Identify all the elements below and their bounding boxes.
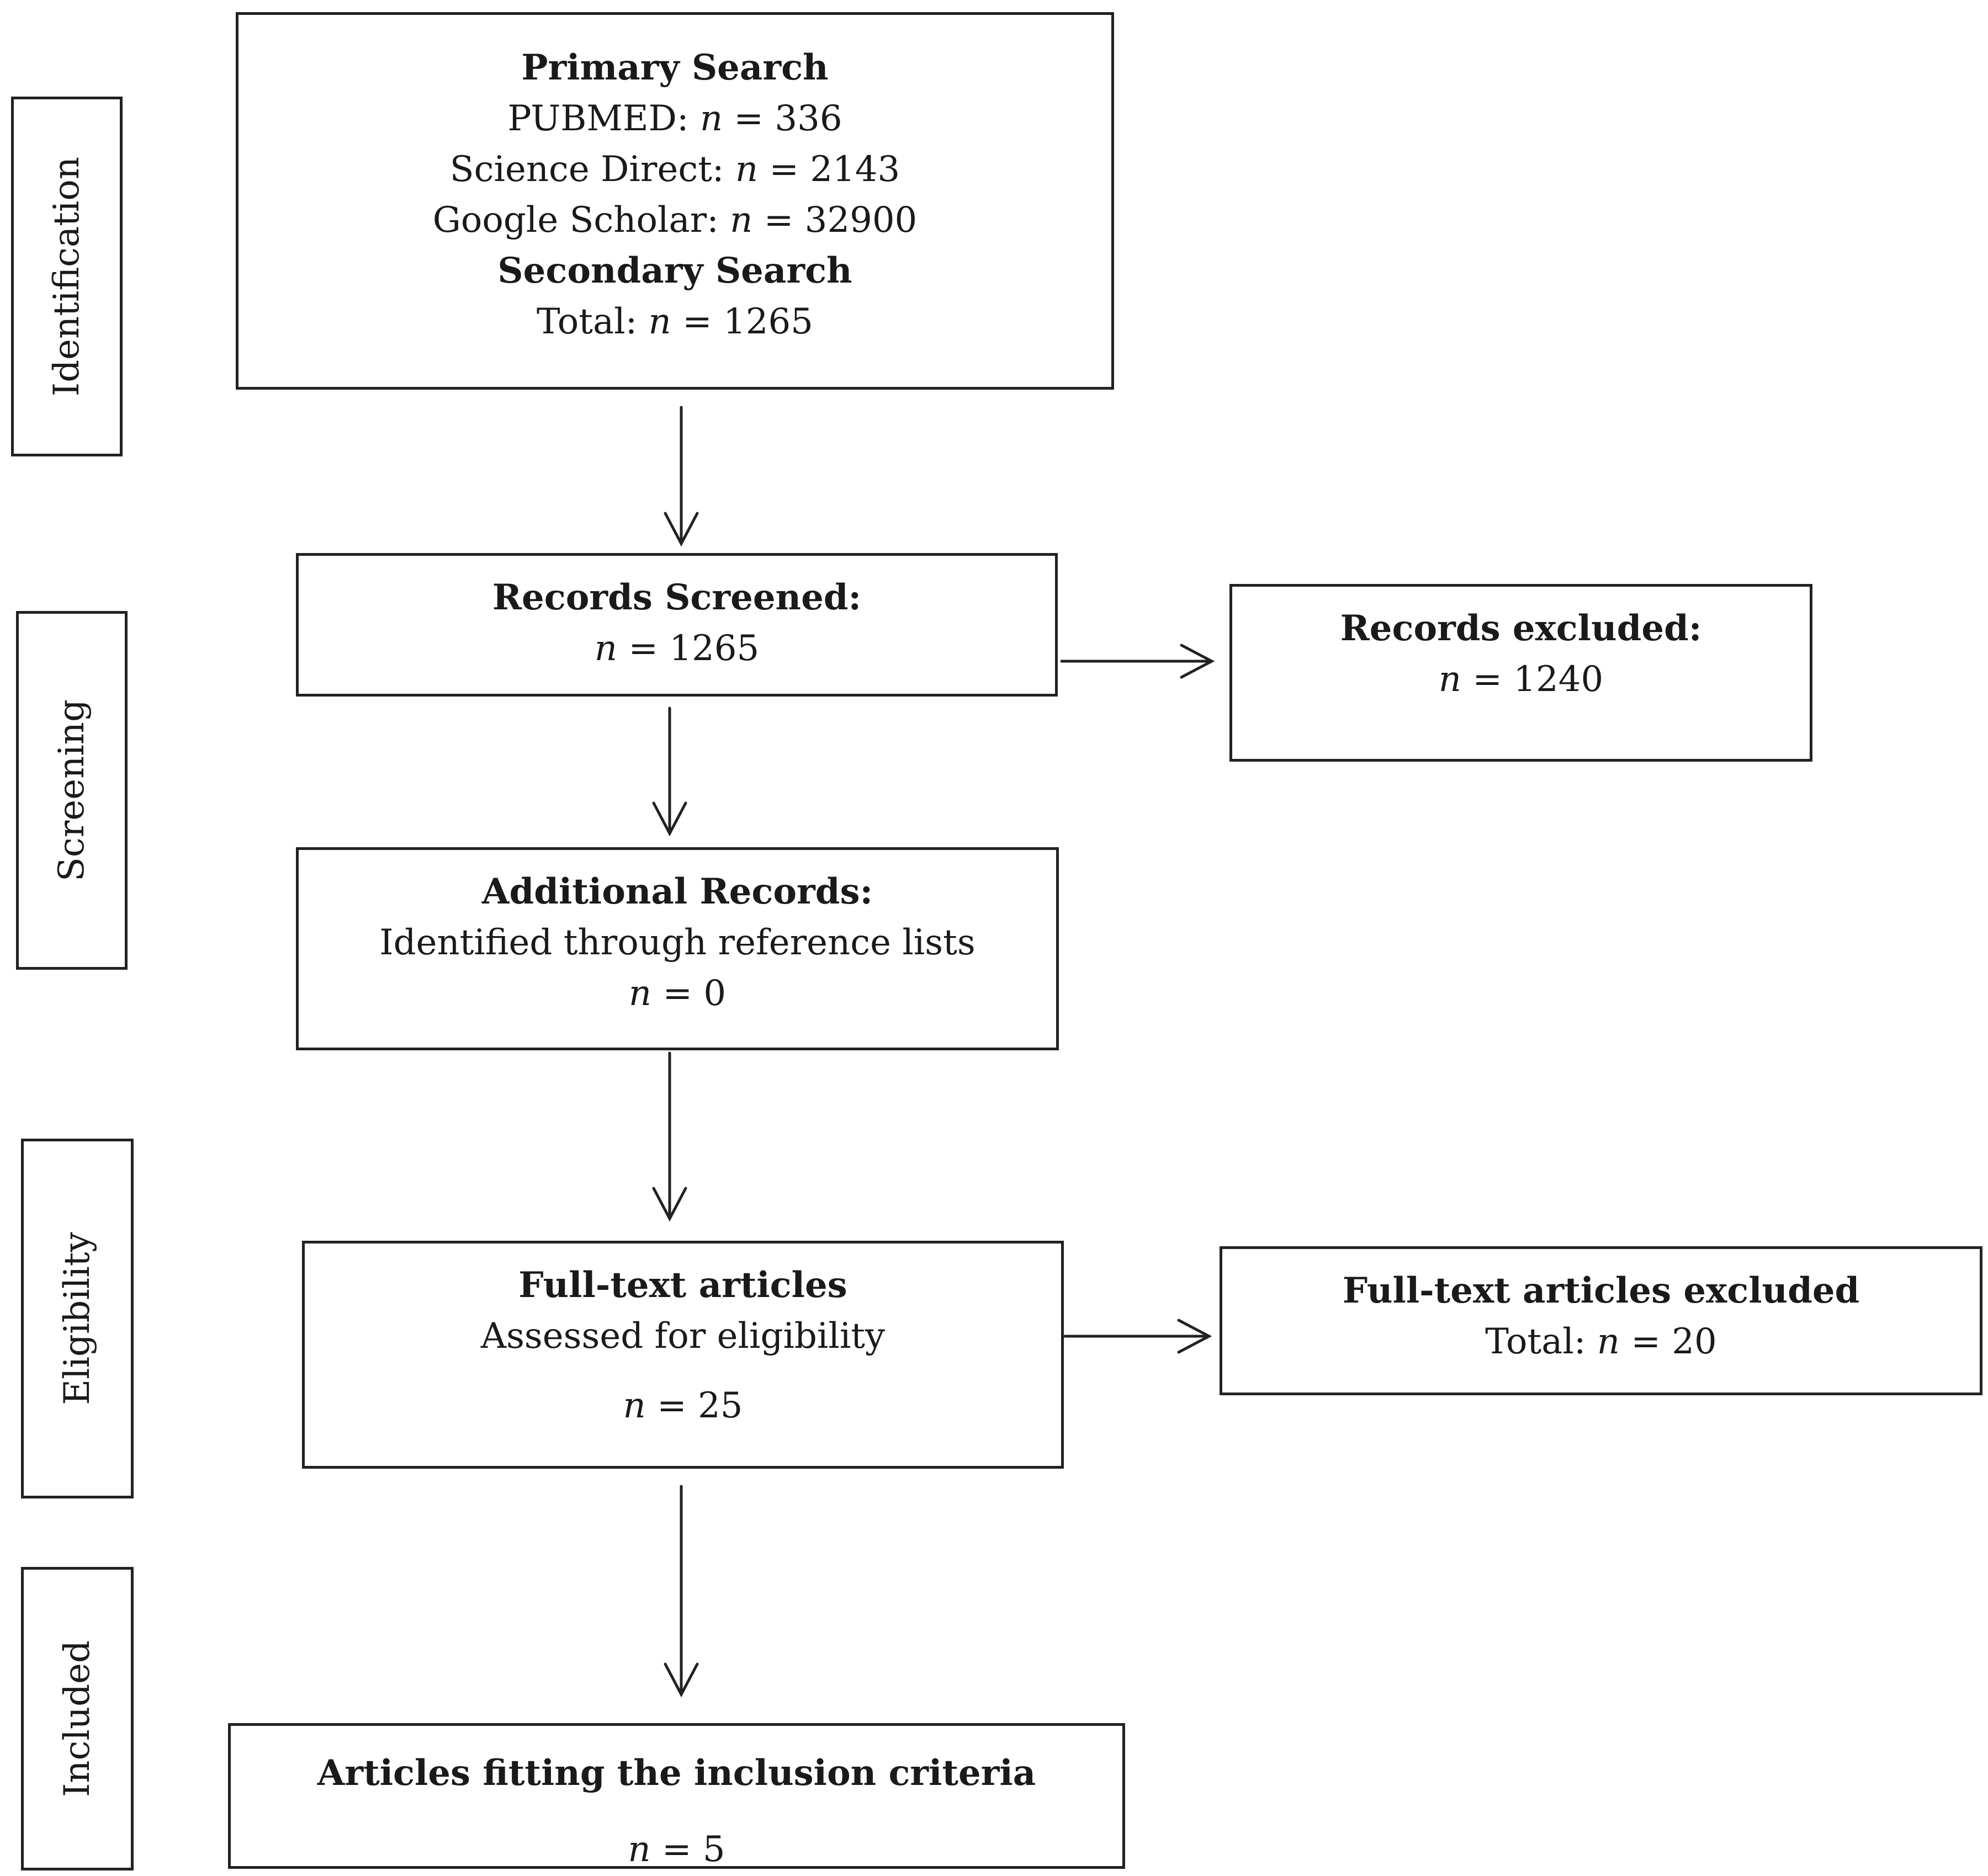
additional-records-count: n = 0 [628,973,727,1014]
fulltext-assessed-subtitle: Assessed for eligibility [480,1316,886,1357]
additional-records-box: Additional Records: Identified through r… [296,847,1059,1050]
stage-included: Included [21,1567,134,1870]
fulltext-assessed-title: Full-text articles [518,1264,847,1306]
google-scholar-count: Google Scholar: n = 32900 [432,200,918,241]
fulltext-assessed-count: n = 25 [623,1385,743,1426]
secondary-search-total: Total: n = 1265 [537,301,813,342]
science-direct-count: Science Direct: n = 2143 [449,149,900,190]
fulltext-excluded-title: Full-text articles excluded [1342,1270,1860,1311]
pubmed-count: PUBMED: n = 336 [507,98,842,139]
fulltext-assessed-box: Full-text articles Assessed for eligibil… [302,1241,1064,1469]
additional-records-title: Additional Records: [481,871,873,912]
primary-search-box: Primary Search PUBMED: n = 336 Science D… [236,12,1114,390]
stage-identification: Identification [11,97,123,456]
arrow-additional-to-fulltext [652,1051,687,1222]
records-screened-title: Records Screened: [492,577,862,618]
records-excluded-count: n = 1240 [1438,659,1604,700]
records-screened-box: Records Screened: n = 1265 [296,553,1058,697]
arrow-screened-to-additional [652,706,687,837]
fulltext-excluded-box: Full-text articles excluded Total: n = 2… [1220,1246,1982,1395]
arrow-fulltext-to-included [664,1485,699,1698]
arrow-fulltext-to-excluded [1063,1319,1212,1354]
included-count: n = 5 [628,1829,725,1870]
stage-eligibility: Eligibility [21,1139,134,1498]
included-box: Articles fitting the inclusion criteria … [228,1723,1125,1870]
records-screened-count: n = 1265 [594,628,760,669]
included-title: Articles fitting the inclusion criteria [317,1752,1036,1794]
secondary-search-title: Secondary Search [497,250,852,291]
records-excluded-box: Records excluded: n = 1240 [1229,584,1812,762]
records-excluded-title: Records excluded: [1340,608,1702,649]
stage-screening: Screening [16,611,128,970]
additional-records-subtitle: Identified through reference lists [379,922,976,963]
fulltext-excluded-count: Total: n = 20 [1485,1321,1717,1362]
arrow-screened-to-excluded [1060,644,1215,679]
primary-search-title: Primary Search [521,47,829,88]
arrow-search-to-screened [664,406,699,547]
